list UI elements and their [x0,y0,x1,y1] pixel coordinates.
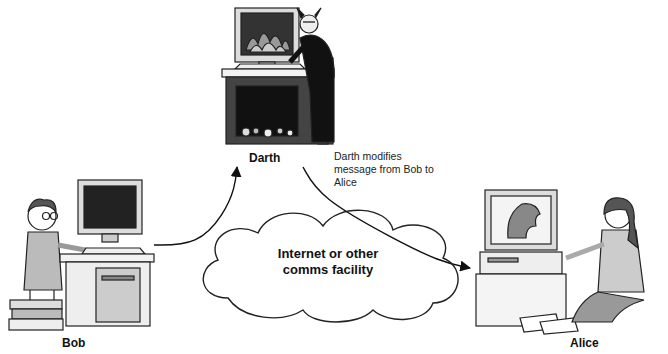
attacker-illustration-part [236,86,298,136]
attacker-illustration-part [235,64,305,69]
sender-illustration-part [102,234,118,242]
sender-illustration-part [51,213,58,220]
attacker-station: Darth [215,2,340,167]
receiver-illustration-part [485,190,557,250]
attacker-illustration-part [277,128,283,134]
sender-illustration-part [82,248,145,254]
sender-illustration-part [60,254,154,262]
sender-station: Bob [4,168,154,352]
attacker-illustration-part [241,13,293,55]
attacker-illustration-part [300,35,334,142]
receiver-illustration-part [604,198,638,248]
sender-illustration-part [84,186,136,228]
attacker-illustration-part [290,44,306,62]
sender-illustration-part [30,290,54,300]
attacker-illustration-part [315,8,321,17]
sender-illustration [9,180,154,330]
attacker-illustration-part [235,8,299,62]
attacker-illustration-part [303,21,315,22]
node-label: Alice [570,336,599,350]
sender-illustration-part [10,300,62,309]
sender-illustration-part [66,262,150,326]
attacker-illustration-part [287,130,293,136]
attacker-illustration-part [264,129,272,137]
attacker-illustration-part [253,128,259,134]
sender-illustration-part [96,268,140,322]
attacker-illustration [222,8,334,144]
attacker-illustration-part [300,15,318,33]
receiver-illustration-part [508,204,540,238]
sender-illustration-part [78,180,142,234]
sender-illustration-part [28,199,56,212]
attacker-illustration-part [242,128,250,136]
node-label: Internet or other comms facility [262,246,394,277]
receiver-illustration-part [572,292,644,322]
attacker-illustration-part [250,43,286,52]
receiver-illustration-part [480,252,562,274]
receiver-station: Alice [470,168,664,352]
node-label: Darth [249,151,280,165]
receiver-illustration-part [488,258,518,262]
network-cloud: Internet or other comms facility [188,198,468,326]
sender-illustration-part [102,276,134,280]
attacker-illustration-part [297,8,304,18]
sender-illustration-part [24,232,62,290]
receiver-illustration-part [566,244,604,258]
node-label: Bob [62,336,85,350]
sender-illustration-part [9,319,63,330]
receiver-illustration-part [491,196,551,244]
annotation-note: Darth modifies message from Bob to Alice [334,150,434,189]
sender-illustration-part [43,213,50,220]
sender-illustration-part [12,309,62,319]
cloud-outline-path [203,210,458,322]
receiver-illustration [476,190,644,334]
